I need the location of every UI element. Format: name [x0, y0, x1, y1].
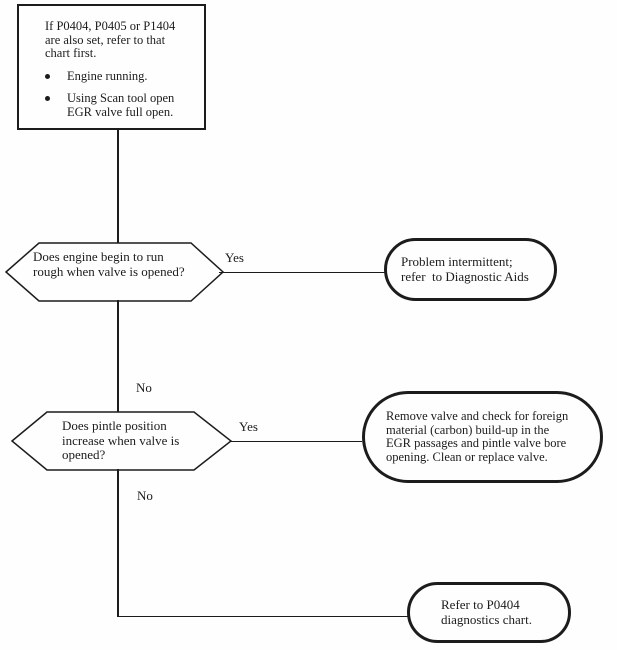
- connector-line: [117, 130, 119, 243]
- bullet-item: Using Scan tool open EGR valve full open…: [45, 91, 198, 119]
- yes-label: Yes: [239, 419, 258, 434]
- bullet-text: Using Scan tool open EGR valve full open…: [67, 91, 175, 119]
- decision-engine-rough-question: Does engine begin to run rough when valv…: [33, 249, 185, 279]
- bullet-item: Engine running.: [45, 68, 198, 84]
- yes-label: Yes: [225, 250, 244, 265]
- bullet-icon: [45, 92, 67, 101]
- no-label: No: [137, 488, 153, 503]
- bullet-text: Engine running.: [67, 68, 148, 83]
- outcome-refer-p0404-box: Refer to P0404 diagnostics chart.: [407, 582, 571, 643]
- connector-line: [117, 469, 119, 617]
- precondition-note: If P0404, P0405 or P1404 are also set, r…: [45, 19, 176, 60]
- precondition-box: If P0404, P0405 or P1404 are also set, r…: [17, 4, 206, 130]
- connector-line: [117, 300, 119, 412]
- no-label: No: [136, 380, 152, 395]
- bullet-icon: [45, 70, 67, 79]
- connector-line: [117, 615, 408, 617]
- outcome-refer-p0404-text: Refer to P0404 diagnostics chart.: [441, 597, 532, 627]
- outcome-clean-valve-text: Remove valve and check for foreign mater…: [386, 409, 569, 464]
- outcome-clean-valve-box: Remove valve and check for foreign mater…: [362, 391, 603, 483]
- decision-pintle-position-question: Does pintle position increase when valve…: [62, 418, 180, 462]
- outcome-intermittent-text: Problem intermittent; refer to Diagnosti…: [401, 254, 529, 284]
- outcome-intermittent-box: Problem intermittent; refer to Diagnosti…: [384, 238, 557, 301]
- connector-line: [230, 440, 362, 442]
- connector-line: [219, 271, 385, 273]
